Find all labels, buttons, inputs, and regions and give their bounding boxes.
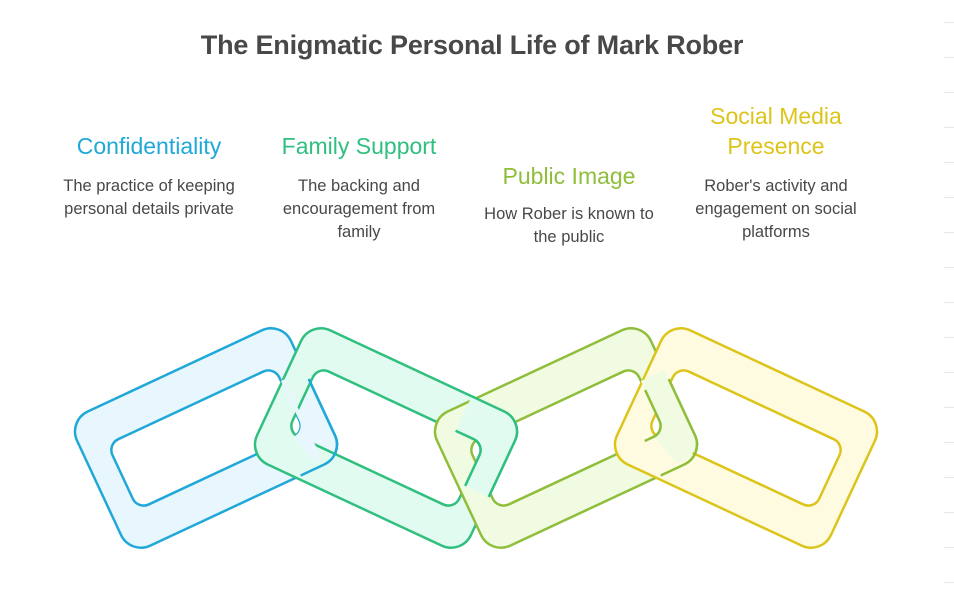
item-family-support: Family Support The backing and encourage…	[264, 131, 454, 244]
item-confidentiality: Confidentiality The practice of keeping …	[54, 131, 244, 221]
item-description: The practice of keeping personal details…	[63, 177, 235, 218]
diagram-title: The Enigmatic Personal Life of Mark Robe…	[200, 30, 744, 60]
item-heading: Public Image	[502, 163, 636, 189]
item-heading: Family Support	[281, 133, 437, 159]
item-public-image: Public Image How Rober is known to the p…	[474, 161, 664, 249]
item-social-media-presence: Social Media Presence Rober's activity a…	[681, 101, 871, 244]
item-heading: Social Media Presence	[710, 103, 842, 159]
item-description: Rober's activity and engagement on socia…	[695, 177, 857, 241]
item-description: The backing and encouragement from famil…	[282, 177, 436, 241]
item-heading: Confidentiality	[76, 133, 222, 159]
item-description: How Rober is known to the public	[484, 205, 654, 246]
